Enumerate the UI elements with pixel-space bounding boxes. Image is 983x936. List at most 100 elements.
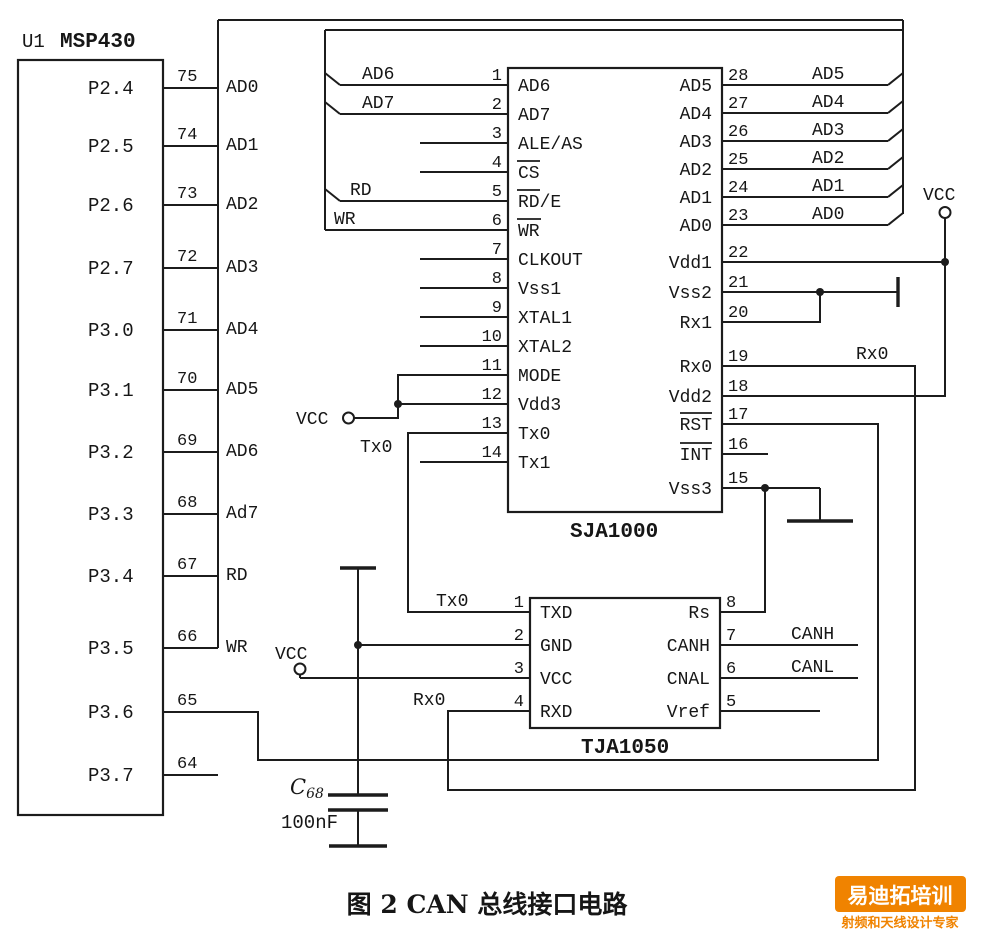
sja1000-pin-number: 13 [482, 415, 502, 434]
msp430-pin-number: 74 [177, 126, 197, 145]
net-rx0: Rx0 Rx0 [413, 345, 916, 791]
msp430-ref: U1 [22, 31, 45, 53]
sja1000-pin-number: 19 [728, 348, 748, 367]
sja1000-pin-label: Tx1 [518, 454, 550, 474]
msp430-pin-signal: AD0 [226, 78, 258, 98]
net-label-tx0: Tx0 [360, 438, 392, 458]
sja1000-pin-label: RST [680, 416, 713, 436]
msp430-pin-number: 66 [177, 628, 197, 647]
sja1000-pin-label: MODE [518, 367, 561, 387]
msp430-pin-label: P3.0 [88, 320, 134, 342]
sja1000-pin-label: Vdd2 [669, 388, 712, 408]
msp430-body [16, 58, 165, 817]
net-label-ad1: AD1 [812, 177, 844, 197]
sja1000-pin-label: Rx0 [680, 358, 712, 378]
net-vcc-bottom: VCC [275, 645, 530, 679]
sja1000-pin-label: AD7 [518, 106, 550, 126]
net-label-ad5: AD5 [812, 65, 844, 85]
net-vcc-top: VCC [722, 186, 956, 397]
junction-dot [816, 288, 824, 296]
tja1050-pin-number: 3 [514, 660, 524, 679]
figure-caption: 图 2 CAN 总线接口电路 [347, 890, 629, 919]
tja1050-pin-number: 7 [726, 627, 736, 646]
junction-dot [394, 400, 402, 408]
tja1050-pin-label: TXD [540, 604, 572, 624]
sja1000-pin-number: 20 [728, 304, 748, 323]
vcc-terminal [938, 206, 952, 219]
sja1000-pin-label: WR [518, 222, 540, 242]
sja1000-pin-number: 10 [482, 328, 502, 347]
tja1050-pin-label: Vref [667, 703, 710, 723]
vcc-terminal [342, 411, 355, 425]
net-label-vcc: VCC [296, 410, 329, 430]
sja1000-pin-number: 5 [492, 183, 502, 202]
net-tx0: Tx0 Tx0 [360, 432, 530, 613]
msp430-name: MSP430 [60, 31, 136, 54]
tja1050-pin-number: 6 [726, 660, 736, 679]
net-label-ad2: AD2 [812, 149, 844, 169]
msp430-pin-label: P2.4 [88, 78, 134, 100]
sja1000-right-wires [722, 84, 888, 226]
sja1000-pin-label: INT [680, 446, 713, 466]
tja1050-pin-label: RXD [540, 703, 572, 723]
capacitor-ref: C68 [290, 775, 324, 802]
tja1050-pin-label: VCC [540, 670, 573, 690]
msp430-pin-signal: AD2 [226, 195, 258, 215]
sja1000-pin-number: 9 [492, 299, 502, 318]
junction-dot [761, 484, 769, 492]
msp430-pin-signal: RD [226, 566, 248, 586]
net-can-lines: CANH CANL [720, 625, 858, 712]
net-label-ad3: AD3 [812, 121, 844, 141]
tja1050-pin-label: CNAL [667, 670, 710, 690]
tja1050-chip: TJA1050 TXD GND VCC RXD 1 2 3 4 Rs CANH … [514, 594, 736, 760]
sja1000-pin-label: AD5 [680, 77, 712, 97]
msp430-pin-label: P3.4 [88, 566, 134, 588]
sja1000-pin-label: RD/E [518, 193, 561, 213]
net-vss3-rs-ground [720, 484, 853, 613]
msp430-pin-label: P3.3 [88, 504, 134, 526]
watermark-title: 易迪拓培训 [848, 884, 953, 908]
net-label-tx0: Tx0 [436, 592, 468, 612]
sja1000-pin-number: 8 [492, 270, 502, 289]
msp430-pin-number: 69 [177, 432, 197, 451]
sja1000-pin-number: 24 [728, 179, 748, 198]
sja1000-pin-number: 21 [728, 274, 748, 293]
sja1000-pin-label: CLKOUT [518, 251, 583, 271]
sja1000-pin-label: AD6 [518, 77, 550, 97]
sja1000-pin-label: Vss1 [518, 280, 561, 300]
sja1000-pin-label: AD1 [680, 189, 712, 209]
net-label-rx0: Rx0 [413, 691, 445, 711]
msp430-pin-number: 68 [177, 494, 197, 513]
msp430-pin-signal: AD1 [226, 136, 258, 156]
msp430-pin-number: 75 [177, 68, 197, 87]
sja1000-pin-number: 17 [728, 406, 748, 425]
msp430-pin-number: 70 [177, 370, 197, 389]
net-vcc-mid: VCC [296, 374, 508, 430]
net-label-ad6: AD6 [362, 65, 394, 85]
msp430-pin-number: 67 [177, 556, 197, 575]
msp430-pin-label: P2.7 [88, 258, 134, 280]
sja1000-pin-label: Rx1 [680, 314, 712, 334]
tja1050-pin-number: 4 [514, 693, 524, 712]
sja1000-pin-label: AD0 [680, 217, 712, 237]
junction-dot [354, 641, 362, 649]
msp430-pin-label: P2.5 [88, 136, 134, 158]
net-label-rx0: Rx0 [856, 345, 888, 365]
msp430-pin-label: P3.2 [88, 442, 134, 464]
sja1000-left-wires [325, 84, 508, 463]
address-bus-lines [217, 19, 904, 648]
net-vss2-rx1 [722, 277, 900, 323]
msp430-pin-number: 71 [177, 310, 197, 329]
sja1000-pin-number: 18 [728, 378, 748, 397]
msp430-pin-label: P3.6 [88, 702, 134, 724]
sja1000-pin-number: 12 [482, 386, 502, 405]
sja1000-pin-number: 15 [728, 470, 748, 489]
sja1000-pin-number: 7 [492, 241, 502, 260]
sja1000-pin-number: 27 [728, 95, 748, 114]
sja1000-pin-number: 11 [482, 357, 502, 376]
tja1050-pin-number: 8 [726, 594, 736, 613]
net-label-canl: CANL [791, 658, 834, 678]
vcc-terminal [293, 662, 307, 676]
